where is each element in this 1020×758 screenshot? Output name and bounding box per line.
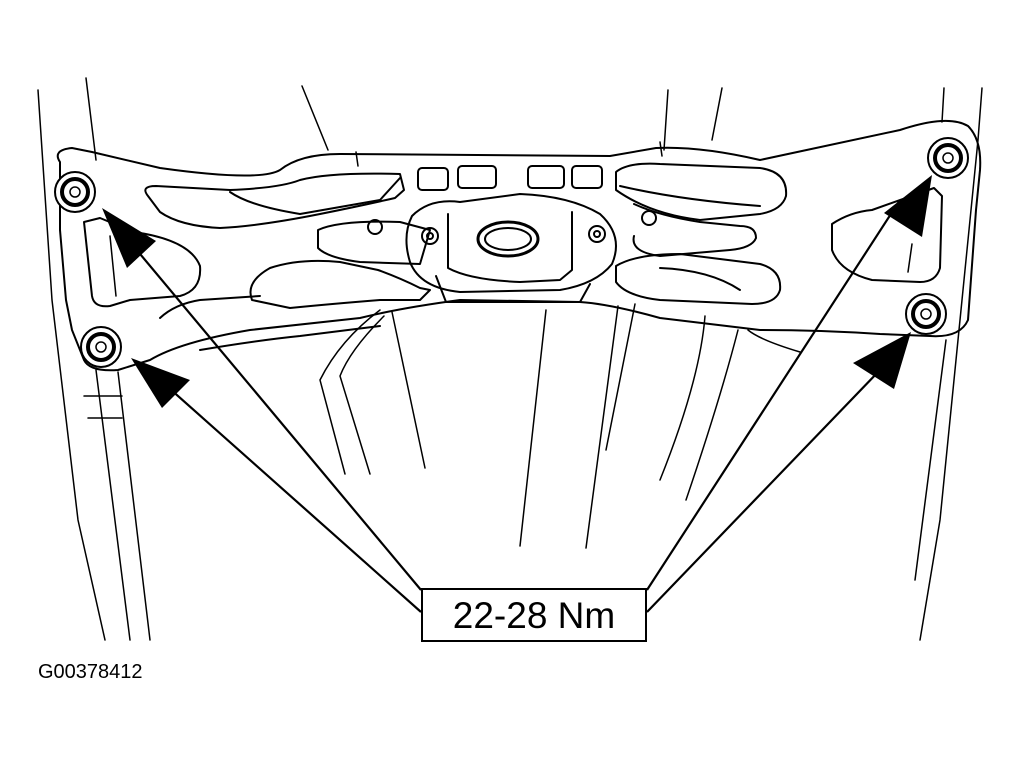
bolt-lower-right [905,293,947,335]
torque-spec-label: 22-28 Nm [421,588,647,642]
frame-rails [37,77,983,641]
bolt-lower-left [80,326,122,368]
leader-lines [119,199,901,613]
arrowheads [102,175,932,408]
arrow-icon [853,332,911,389]
center-mount [405,193,617,303]
arrow-icon [884,175,932,237]
arrow-icon [131,358,190,408]
arrow-icon [102,208,156,268]
bolt-upper-left [54,171,96,213]
lower-structure [319,303,801,549]
crossmember-body [56,119,982,372]
figure-id: G00378412 [38,661,143,683]
bolt-upper-right [927,137,969,179]
